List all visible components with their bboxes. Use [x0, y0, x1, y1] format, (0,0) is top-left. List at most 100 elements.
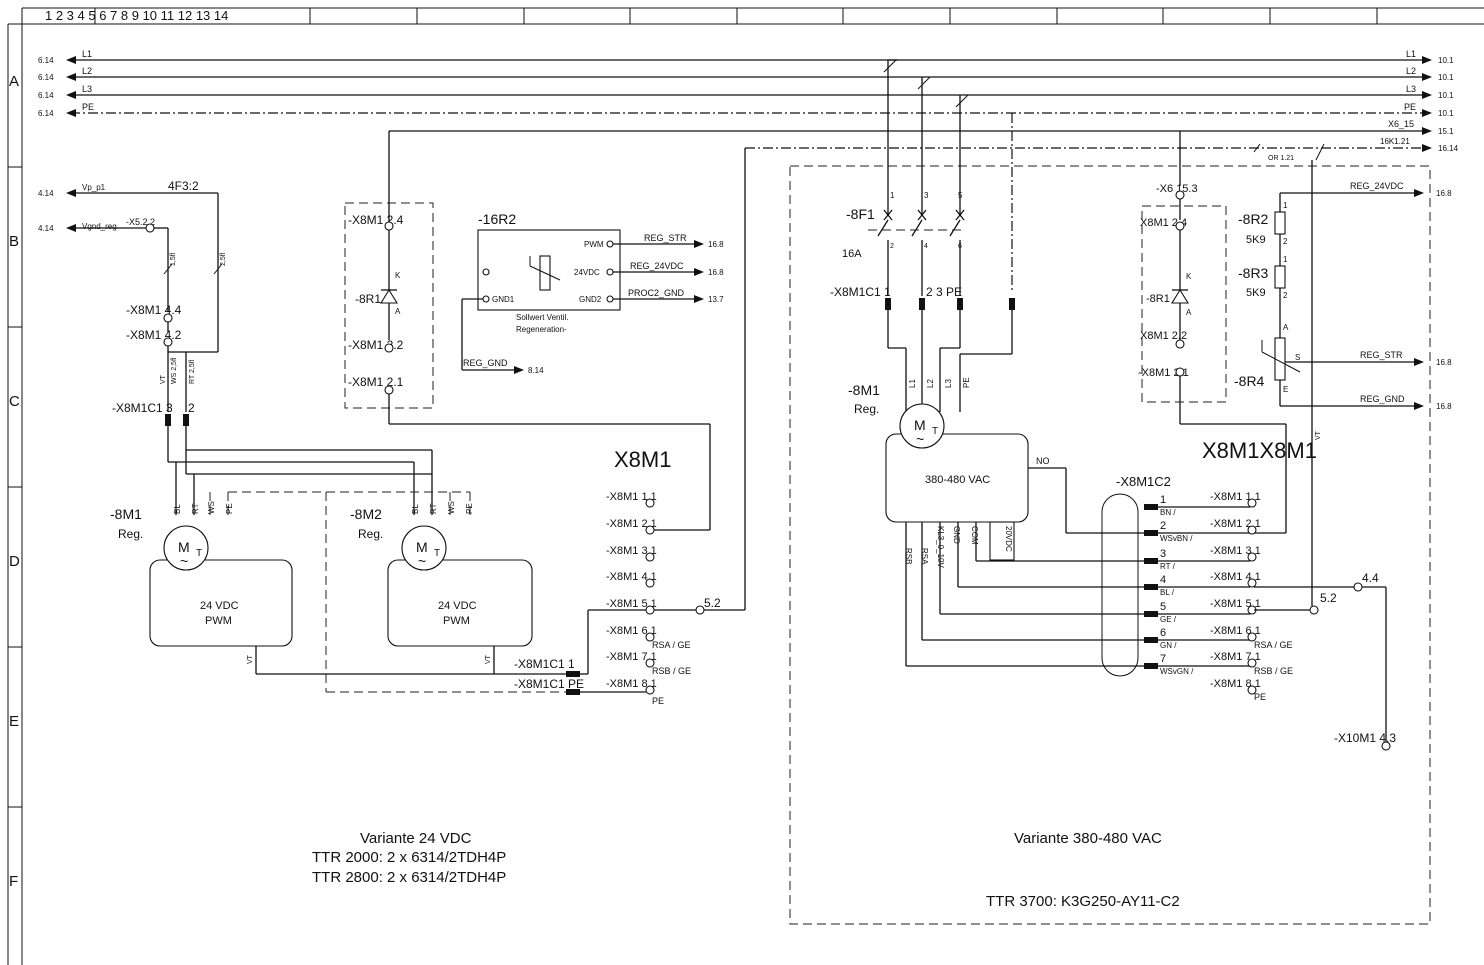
- reg-gnd-label: REG_GND: [463, 358, 508, 368]
- diode2-t24-label: X8M1 2.4: [1140, 217, 1187, 229]
- bus-ref-pe-left: 6.14: [38, 109, 54, 118]
- connector-pin-2: [183, 414, 189, 426]
- bus-ref-l3-right: 10.1: [1438, 91, 1454, 100]
- caption-ttr2800: TTR 2800: 2 x 6314/2TDH4P: [312, 869, 506, 886]
- r16-pwm-terminal: [606, 240, 614, 248]
- c2-pin-color: BN /: [1160, 508, 1176, 517]
- reg-gnd-ref: 8.14: [528, 366, 544, 375]
- vac-terminal: [1247, 632, 1257, 642]
- r4-pin-a: A: [1283, 323, 1289, 332]
- m1-tag-rt: RT: [191, 503, 200, 514]
- vac-terminal-label: -X8M1 1.1: [1210, 491, 1261, 503]
- motor1-unit-line2: PWM: [205, 615, 232, 627]
- m2-tag-bl: BL: [411, 504, 420, 514]
- c2-pin: [1144, 584, 1158, 590]
- bus-ref-pe-right: 10.1: [1438, 109, 1454, 118]
- c2-pin-color: RT /: [1160, 562, 1176, 571]
- vac-terminal: [1247, 498, 1257, 508]
- x8m1-terminal: [645, 578, 655, 588]
- vac-motor-label: -8M1: [848, 382, 880, 398]
- row-letter-e: E: [9, 713, 19, 730]
- diode1-t22-terminal: [384, 343, 394, 353]
- row-letters: A B C D E F: [9, 73, 20, 890]
- m2-tag-ws: WS: [447, 501, 456, 514]
- m2-tag-rt: RT: [429, 503, 438, 514]
- r4-potentiometer: [1274, 337, 1286, 381]
- connector-pin-1: [566, 671, 580, 677]
- c2-pin-color: WSvBN /: [1160, 534, 1193, 543]
- r2-resistor: [1274, 211, 1286, 235]
- motor1-unit: [149, 559, 293, 647]
- motor2-symbol: [401, 525, 447, 571]
- vac-tag-gnd: GND: [952, 526, 961, 544]
- vac-x8m1c1-pins: 2 3 PE: [926, 285, 962, 299]
- row-letter-d: D: [9, 553, 20, 570]
- vgnd-label: Vgnd_reg: [82, 222, 117, 231]
- r16-ref2: 16.8: [708, 268, 724, 277]
- vac-terminal-label: -X8M1 4.1: [1210, 571, 1261, 583]
- r16-gnd1-pin: GND1: [492, 295, 515, 304]
- x8m1-terminal-label: -X8M1 8.1: [606, 678, 657, 690]
- bus-label-l3-right: L3: [1406, 84, 1416, 94]
- x8m1-sub7: RSB / GE: [652, 666, 691, 676]
- f1-rating: 16A: [842, 248, 862, 260]
- variant-380-frame: [789, 165, 1431, 925]
- reg24-label: REG_24VDC: [1350, 181, 1404, 191]
- c2-pin: [1144, 530, 1158, 536]
- vac-unit-label: 380-480 VAC: [925, 474, 990, 486]
- x6-terminal: [1175, 190, 1185, 200]
- x8m1-terminal: [645, 658, 655, 668]
- c2-pin-number: 2: [1160, 520, 1166, 532]
- k16-line-ref: 16.14: [1438, 144, 1459, 153]
- r3-value: 5K9: [1246, 287, 1266, 299]
- bus-label-l1-right: L1: [1406, 49, 1416, 59]
- vac-terminal: [1247, 552, 1257, 562]
- vac-sub7: RSB / GE: [1254, 666, 1293, 676]
- x8m1-sub8: PE: [652, 696, 664, 706]
- x8m1-sub6: RSA / GE: [652, 640, 691, 650]
- caption-24vdc: Variante 24 VDC: [360, 830, 472, 847]
- x10-terminal: [1381, 741, 1391, 751]
- motor1-t: T: [196, 548, 202, 559]
- diode2-frame: [1141, 205, 1227, 403]
- vac-tag-l3: L3: [944, 379, 953, 388]
- motor2-label: -8M2: [350, 506, 382, 522]
- diode2-t22-label: X8M1 2.2: [1140, 330, 1187, 342]
- wire-tag-ws: WS 2,5fl: [171, 357, 178, 384]
- x8m1-44-terminal: [163, 313, 173, 323]
- motor2-tilde: ~: [418, 553, 426, 569]
- junction-44-label: 4.4: [1362, 571, 1379, 585]
- setpoint-16r2: -16R2 PWM 24VDC GND2 GND1 Sollwert Venti…: [461, 211, 724, 375]
- x8m1c1-1-label: -X8M1C1 1: [514, 657, 575, 671]
- caption-ttr2000: TTR 2000: 2 x 6314/2TDH4P: [312, 849, 506, 866]
- c2-pin-number: 6: [1160, 627, 1166, 639]
- drawing-frame: [7, 7, 1484, 965]
- m1-tag-bl: BL: [173, 504, 182, 514]
- vac-terminal: [1247, 658, 1257, 668]
- junction-52-label: 5.2: [1320, 591, 1337, 605]
- vac-motor-t: T: [932, 426, 938, 437]
- diode1-symbol: [380, 288, 398, 304]
- motor1-m: M: [178, 539, 190, 555]
- motor2-m: M: [416, 539, 428, 555]
- row-letter-c: C: [9, 393, 20, 410]
- vac-tag-20vdc: 20VDC: [1004, 526, 1013, 552]
- x8m1-junction-terminal: [695, 605, 705, 615]
- c2-pin-color: GE /: [1160, 615, 1177, 624]
- x8m1c1-2-label: 2: [188, 401, 195, 415]
- bus-ref-l3-left: 6.14: [38, 91, 54, 100]
- diode2-r1-label: -8R1: [1146, 293, 1170, 305]
- diode1-t21-terminal: [384, 385, 394, 395]
- diode1-a: A: [395, 307, 401, 316]
- f1-breaker-contacts: [868, 209, 965, 296]
- motor2-unit-line2: PWM: [443, 615, 470, 627]
- x8m1-terminal-label: -X8M1 4.1: [606, 571, 657, 583]
- wire-spec-1: 1,5fl: [170, 252, 177, 266]
- c2-pin: [1144, 611, 1158, 617]
- diode1-t24-label: -X8M1 2.4: [348, 213, 404, 227]
- bus-ref-l2-right: 10.1: [1438, 73, 1454, 82]
- diode2-symbol: [1171, 288, 1189, 304]
- vac-terminal-label: -X8M1 3.1: [1210, 545, 1261, 557]
- vac-terminal-label: -X8M1 2.1: [1210, 518, 1261, 530]
- r16-label: -16R2: [478, 211, 516, 227]
